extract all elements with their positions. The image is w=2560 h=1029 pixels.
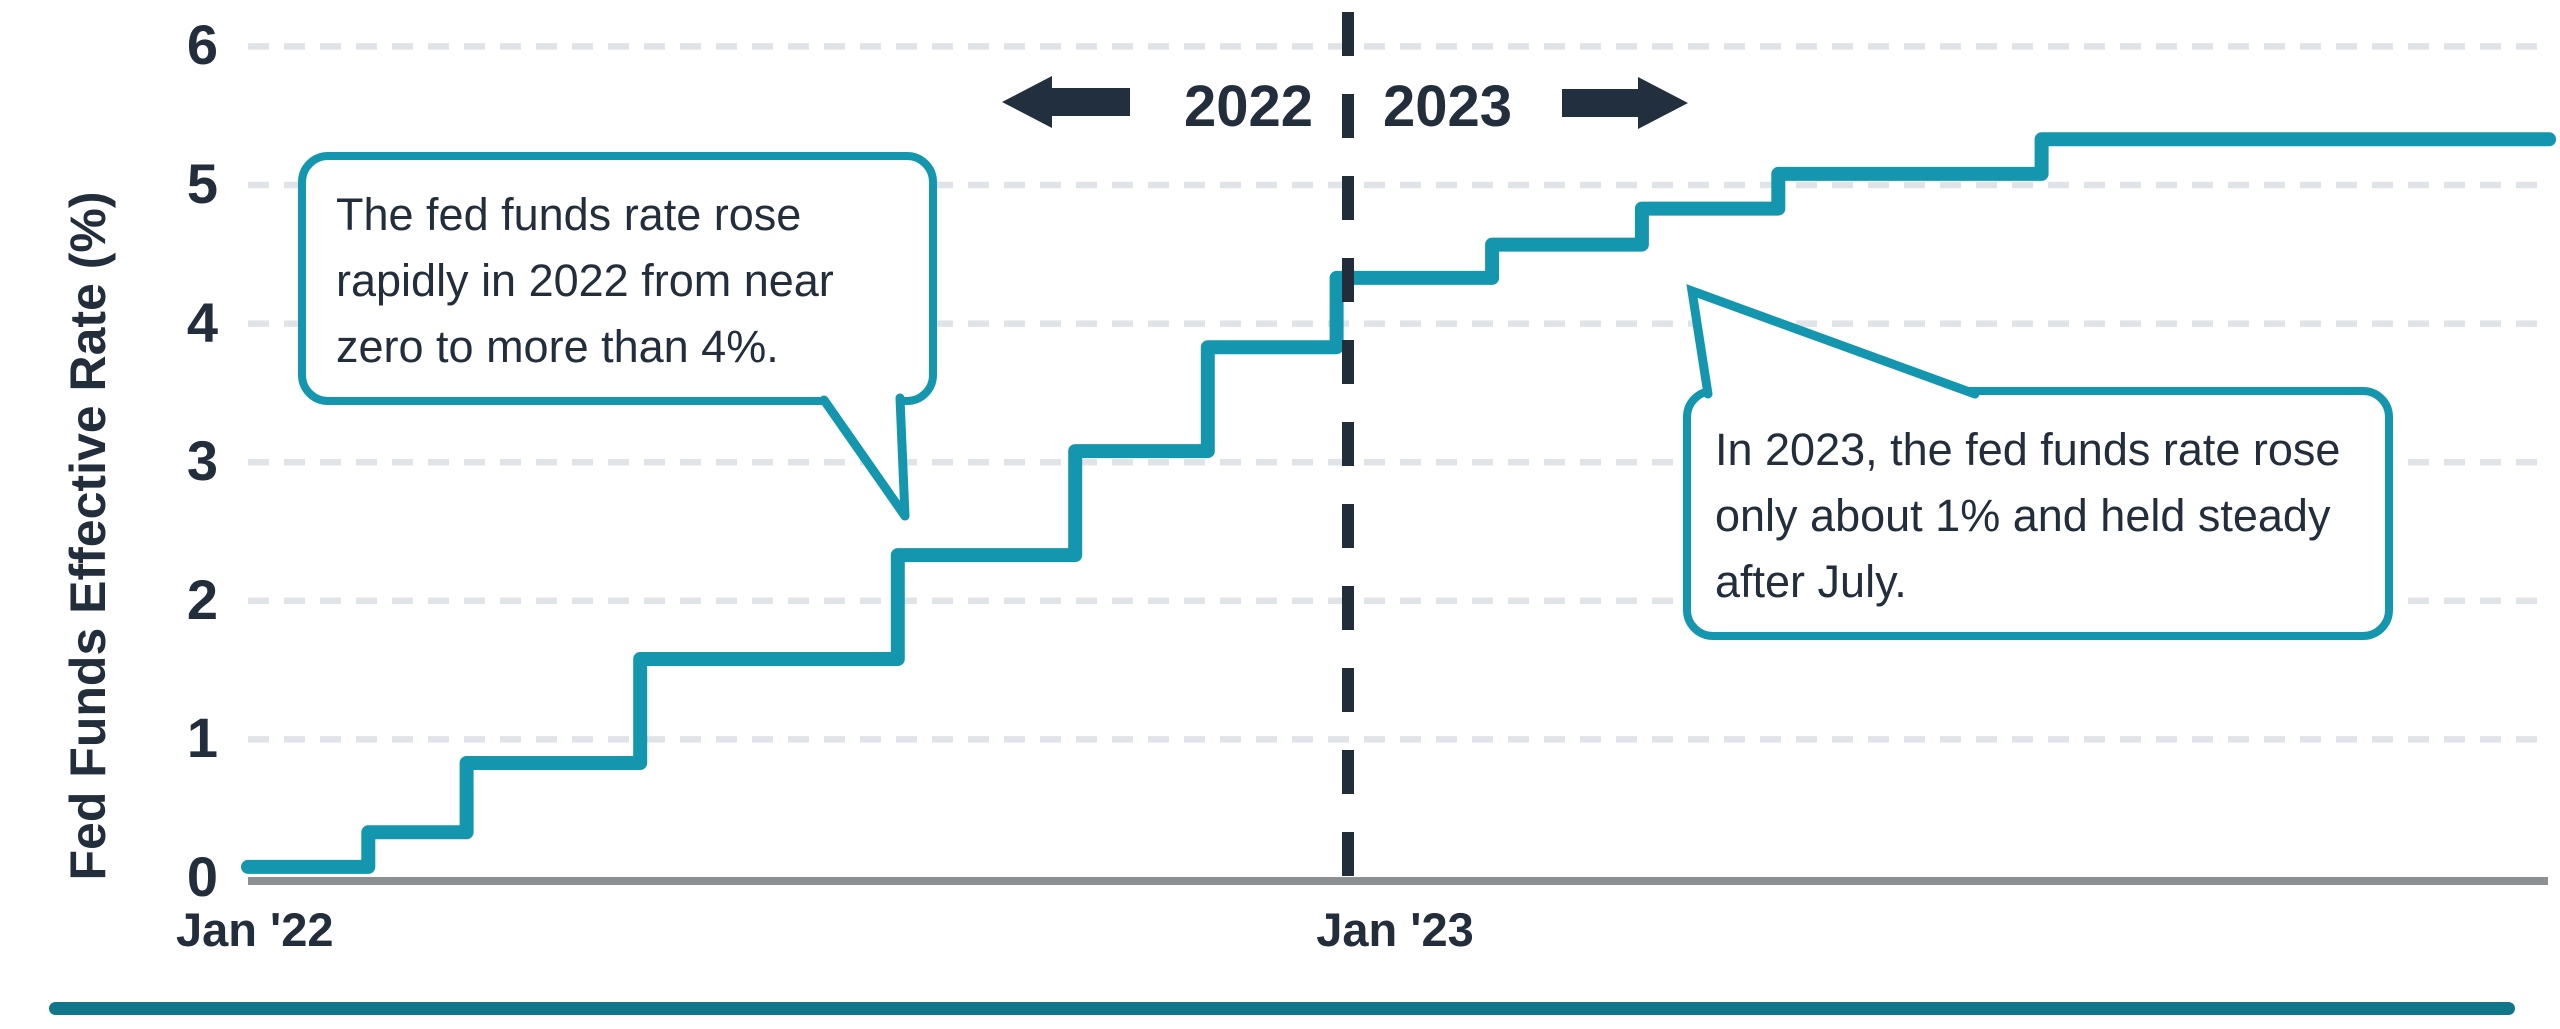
y-tick-label: 1 (186, 706, 218, 770)
bottom-accent-bar (49, 1002, 2515, 1015)
y-tick-label: 3 (186, 429, 218, 493)
right-arrow-icon (1562, 77, 1688, 129)
y-tick-label: 4 (186, 290, 218, 354)
callout-2022-text: The fed funds rate rose rapidly in 2022 … (336, 189, 834, 372)
y-tick-label: 0 (186, 844, 218, 908)
callout-2023-text: In 2023, the fed funds rate rose only ab… (1715, 424, 2341, 607)
y-tick-label: 5 (186, 151, 218, 215)
era-label-2022: 2022 (1170, 70, 1327, 142)
y-tick-label: 2 (186, 567, 218, 631)
left-arrow-icon (1002, 76, 1130, 128)
x-tick-label-jan23: Jan '23 (1316, 903, 1474, 956)
era-label-2023: 2023 (1365, 70, 1530, 142)
rate-step-line (241, 132, 2557, 874)
x-tick-label-jan22: Jan '22 (176, 903, 334, 956)
callout-2023: In 2023, the fed funds rate rose only ab… (1683, 387, 2393, 640)
callout-2022: The fed funds rate rose rapidly in 2022 … (298, 152, 937, 405)
y-tick-label: 6 (186, 13, 218, 77)
